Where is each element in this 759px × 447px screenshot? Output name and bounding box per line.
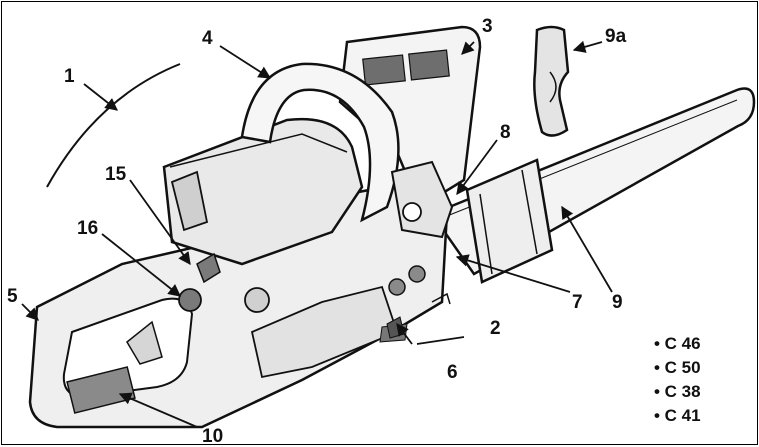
callout-10: 10	[202, 426, 223, 446]
front-handle	[240, 62, 400, 223]
callout-15: 15	[105, 164, 127, 185]
leader-lines	[21, 40, 613, 428]
rating-plate	[66, 366, 136, 414]
callout-7: 7	[572, 292, 583, 313]
callout-8: 8	[500, 122, 511, 143]
hand-guard	[338, 25, 482, 209]
model-item: • C 38	[654, 382, 701, 401]
callout-3: 3	[482, 16, 493, 37]
cylinder-cover	[162, 117, 364, 312]
callout-9: 9	[612, 292, 623, 313]
chain-guard	[465, 158, 554, 284]
model-item: • C 50	[654, 358, 701, 377]
callout-6: 6	[447, 362, 458, 383]
handle-arc-line	[46, 63, 181, 188]
saw-body	[28, 178, 449, 429]
callout-4: 4	[202, 28, 213, 49]
callout-2: 2	[490, 318, 501, 339]
callout-1: 1	[64, 66, 75, 87]
callout-16: 16	[77, 218, 98, 239]
callout-5: 5	[7, 286, 18, 307]
model-item: • C 41	[654, 406, 701, 425]
model-item: • C 46	[654, 334, 701, 353]
callout-9a: 9a	[605, 26, 627, 47]
sprocket-cover	[386, 160, 454, 339]
model-list: • C 46 • C 50 • C 38 • C 41	[654, 332, 701, 428]
spare-part-9a	[533, 25, 570, 137]
